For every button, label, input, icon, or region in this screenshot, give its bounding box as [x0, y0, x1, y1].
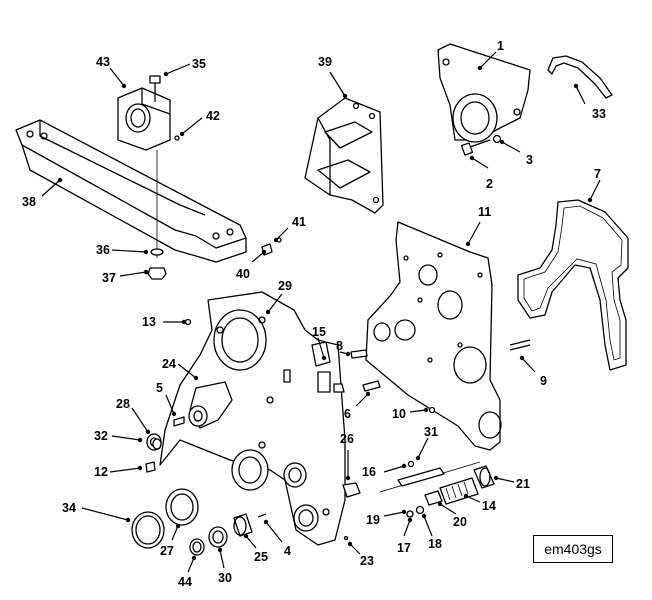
part-17-nut — [406, 510, 414, 518]
callout-32: 32 — [94, 429, 108, 443]
callout-15: 15 — [312, 325, 326, 339]
callout-27: 27 — [160, 544, 174, 558]
callout-14: 14 — [482, 499, 496, 513]
part-25-bushing — [233, 513, 253, 537]
part-1-mount — [437, 43, 531, 143]
callout-39: 39 — [318, 55, 332, 69]
callout-35: 35 — [192, 57, 206, 71]
callout-9: 9 — [540, 374, 547, 388]
part-36-washer — [150, 248, 164, 256]
part-44-ring — [189, 538, 205, 556]
part-26-plug — [342, 482, 361, 498]
leader-lines — [41, 51, 601, 573]
part-10-plug — [428, 406, 436, 414]
leader-arrowheads — [57, 65, 593, 561]
shaft-assembly — [379, 460, 495, 518]
callout-12: 12 — [94, 465, 108, 479]
part-15-fitting — [333, 383, 345, 393]
callout-26: 26 — [340, 432, 354, 446]
callout-23: 23 — [360, 554, 374, 568]
part-42-pin — [174, 135, 180, 141]
callout-37: 37 — [102, 271, 116, 285]
part-30-seal — [208, 526, 228, 548]
part-37-nut — [147, 267, 167, 280]
part-4-pin — [257, 513, 267, 518]
callout-34: 34 — [62, 501, 76, 515]
callout-3: 3 — [526, 153, 533, 167]
callout-19: 19 — [366, 513, 380, 527]
part-39-bracket — [304, 97, 384, 214]
part-23-plug — [343, 535, 349, 541]
callout-29: 29 — [278, 279, 292, 293]
callout-24: 24 — [162, 357, 176, 371]
part-20-spacer — [424, 490, 443, 506]
callout-28: 28 — [116, 397, 130, 411]
part-8-pin — [350, 349, 368, 359]
part-16-ring — [407, 460, 415, 468]
callout-5: 5 — [156, 381, 163, 395]
callout-20: 20 — [453, 515, 467, 529]
part-3-washer — [492, 134, 502, 144]
callout-4: 4 — [284, 544, 291, 558]
callout-1: 1 — [497, 39, 504, 53]
callout-7: 7 — [594, 167, 601, 181]
callout-30: 30 — [218, 571, 232, 585]
callout-21: 21 — [516, 477, 530, 491]
part-5-pin — [173, 416, 185, 427]
part-11-cover-plate — [365, 221, 502, 451]
part-18-washer — [415, 505, 425, 515]
part-33-gasket — [547, 55, 613, 99]
callout-41: 41 — [292, 215, 306, 229]
part-24-bracket — [188, 381, 233, 429]
part-21-gear — [473, 465, 495, 489]
part-2-bolt — [460, 139, 491, 156]
callout-13: 13 — [142, 315, 156, 329]
callout-36: 36 — [96, 243, 110, 257]
callout-31: 31 — [424, 425, 438, 439]
callout-labels: 1 2 3 4 5 6 7 8 9 10 11 12 13 14 15 16 1… — [22, 39, 606, 589]
callout-40: 40 — [236, 267, 250, 281]
callout-10: 10 — [392, 407, 406, 421]
callout-38: 38 — [22, 195, 36, 209]
part-31-shaft — [397, 467, 445, 487]
callout-44: 44 — [178, 575, 192, 589]
callout-16: 16 — [362, 465, 376, 479]
part-14-gear — [439, 477, 479, 505]
part-12-plug — [145, 461, 156, 473]
callout-25: 25 — [254, 550, 268, 564]
callout-8: 8 — [336, 339, 343, 353]
part-35-bolt — [149, 75, 161, 102]
part-9-stud — [509, 339, 531, 351]
part-6-pin — [362, 380, 381, 392]
callout-18: 18 — [428, 537, 442, 551]
part-34-ring — [131, 511, 165, 549]
callout-2: 2 — [486, 177, 493, 191]
drawing-code-label: em403gs — [533, 535, 613, 563]
callout-43: 43 — [96, 55, 110, 69]
callout-6: 6 — [344, 407, 351, 421]
part-13-plug — [184, 318, 192, 326]
part-7-gasket — [517, 199, 629, 371]
part-27-seal — [165, 488, 199, 526]
callout-42: 42 — [206, 109, 220, 123]
part-32-ring — [152, 438, 162, 450]
part-43-bearing-block — [117, 87, 171, 151]
part-38-rail — [15, 119, 247, 263]
callout-11: 11 — [478, 205, 491, 219]
callout-17: 17 — [397, 541, 411, 555]
part-29-front-housing — [159, 291, 346, 546]
callout-33: 33 — [592, 107, 606, 121]
